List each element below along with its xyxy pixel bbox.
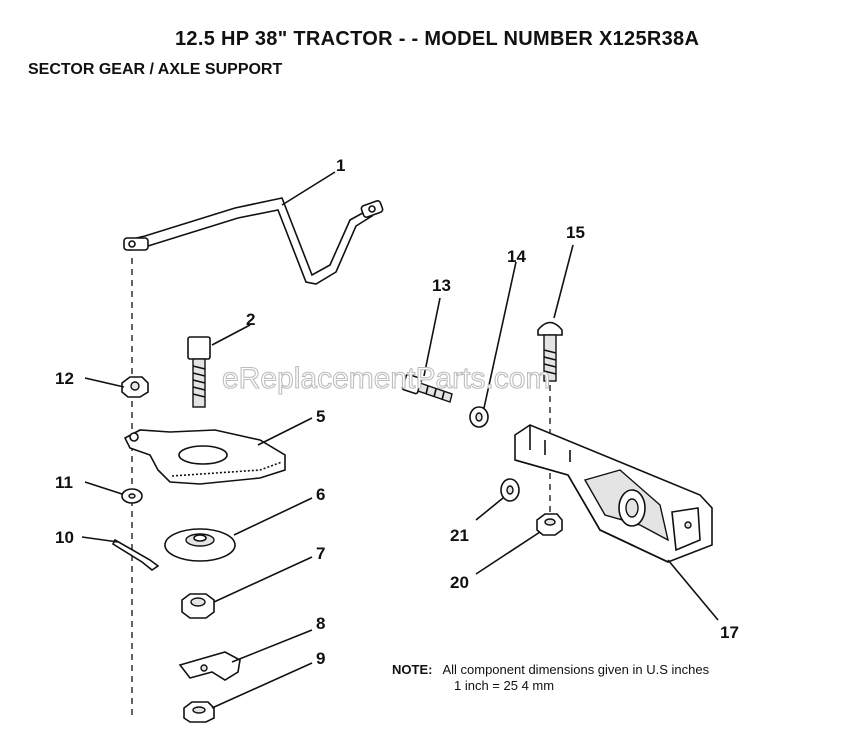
callout-12: 12	[55, 369, 74, 388]
diagram-title: 12.5 HP 38" TRACTOR - - MODEL NUMBER X12…	[175, 28, 700, 50]
callout-2: 2	[246, 310, 255, 329]
part-nut-20	[536, 513, 563, 536]
callout-5: 5	[316, 407, 325, 426]
diagram-subtitle: SECTOR GEAR / AXLE SUPPORT	[28, 61, 283, 78]
callout-21: 21	[450, 526, 469, 545]
watermark: eReplacementParts.com	[222, 362, 550, 395]
part-nut-bottom	[183, 701, 215, 723]
callout-8: 8	[316, 614, 325, 633]
callout-1: 1	[336, 156, 345, 175]
callout-9: 9	[316, 649, 325, 668]
callout-10: 10	[55, 528, 74, 547]
part-washer-small-hole	[128, 493, 136, 499]
part-lock-nut	[121, 376, 149, 398]
dimension-note: NOTE: All component dimensions given in U…	[392, 662, 709, 694]
callout-11: 11	[55, 473, 73, 492]
part-flat-washer-hole	[475, 412, 483, 422]
part-bolt	[187, 336, 211, 408]
callout-14: 14	[507, 247, 526, 266]
part-carriage-bolt	[537, 321, 563, 382]
callout-6: 6	[316, 485, 325, 504]
leader-lines	[81, 171, 719, 709]
part-axle-bolt	[401, 373, 453, 403]
note-line-1: All component dimensions given in U.S in…	[442, 662, 710, 677]
part-cotter-pin	[111, 538, 160, 571]
part-drag-link	[123, 197, 384, 285]
part-axle-support	[514, 424, 713, 563]
callout-7: 7	[316, 544, 325, 563]
part-bushing	[164, 528, 236, 562]
part-clip-hole	[200, 664, 208, 672]
callout-13: 13	[432, 276, 451, 295]
note-label: NOTE:	[392, 662, 433, 677]
note-line-2: 1 inch = 25 4 mm	[454, 678, 555, 693]
part-nut-21	[500, 478, 520, 502]
callout-15: 15	[566, 223, 585, 242]
callout-20: 20	[450, 573, 469, 592]
part-hex-nut	[181, 593, 215, 619]
callout-17: 17	[720, 623, 739, 642]
part-sector-gear	[123, 429, 286, 485]
part-clip	[178, 651, 241, 681]
